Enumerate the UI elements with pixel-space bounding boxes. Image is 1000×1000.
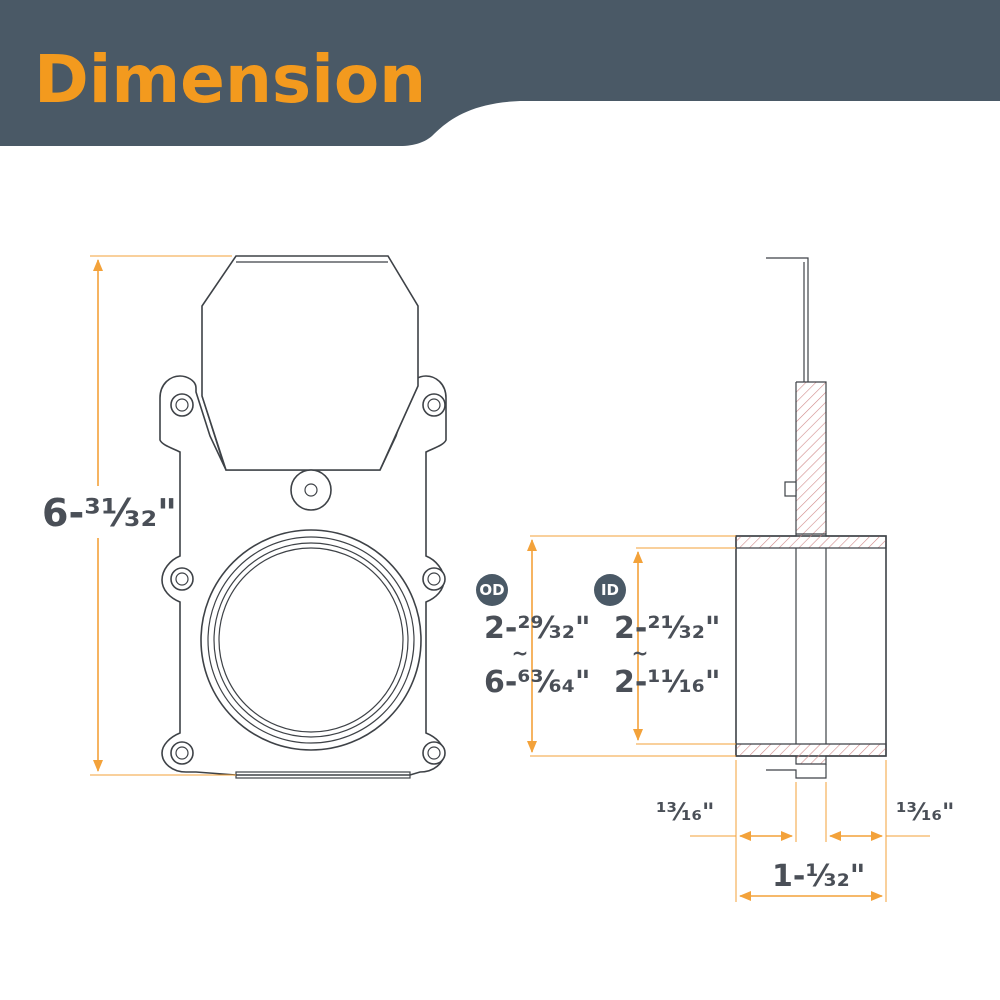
od-badge [476,574,508,606]
od-range-separator: ~ [512,641,529,665]
id-max-label: 2-¹¹⁄₁₆" [614,665,721,700]
od-dimension: OD 2-²⁹⁄₃₂" ~ 6-⁶³⁄₆₄" [476,535,736,757]
od-max-label: 6-⁶³⁄₆₄" [484,665,591,700]
header-banner: Dimension [0,0,1000,146]
id-badge [594,574,626,606]
right-collar-label: ¹³⁄₁₆" [896,798,955,826]
svg-text:OD: OD [479,581,504,599]
od-min-label: 2-²⁹⁄₃₂" [484,611,591,646]
id-dimension: ID 2-²¹⁄₃₂" ~ 2-¹¹⁄₁₆" [594,547,736,745]
valve-front-view [159,255,447,779]
id-min-label: 2-²¹⁄₃₂" [614,611,721,646]
collar-dimensions: ¹³⁄₁₆" ¹³⁄₁₆" [656,760,955,902]
bolt-holes [170,393,446,765]
pipe-opening [200,529,422,751]
height-label: 6-³¹⁄₃₂" [42,491,177,535]
valve-side-section [735,257,887,779]
left-collar-label: ¹³⁄₁₆" [656,798,715,826]
width-dimension: 1-¹⁄₃₂" [739,859,883,901]
total-width-label: 1-¹⁄₃₂" [772,859,865,894]
height-dimension: 6-³¹⁄₃₂" [42,255,236,776]
id-range-separator: ~ [632,641,649,665]
svg-text:ID: ID [601,581,619,599]
page-title: Dimension [34,41,426,118]
